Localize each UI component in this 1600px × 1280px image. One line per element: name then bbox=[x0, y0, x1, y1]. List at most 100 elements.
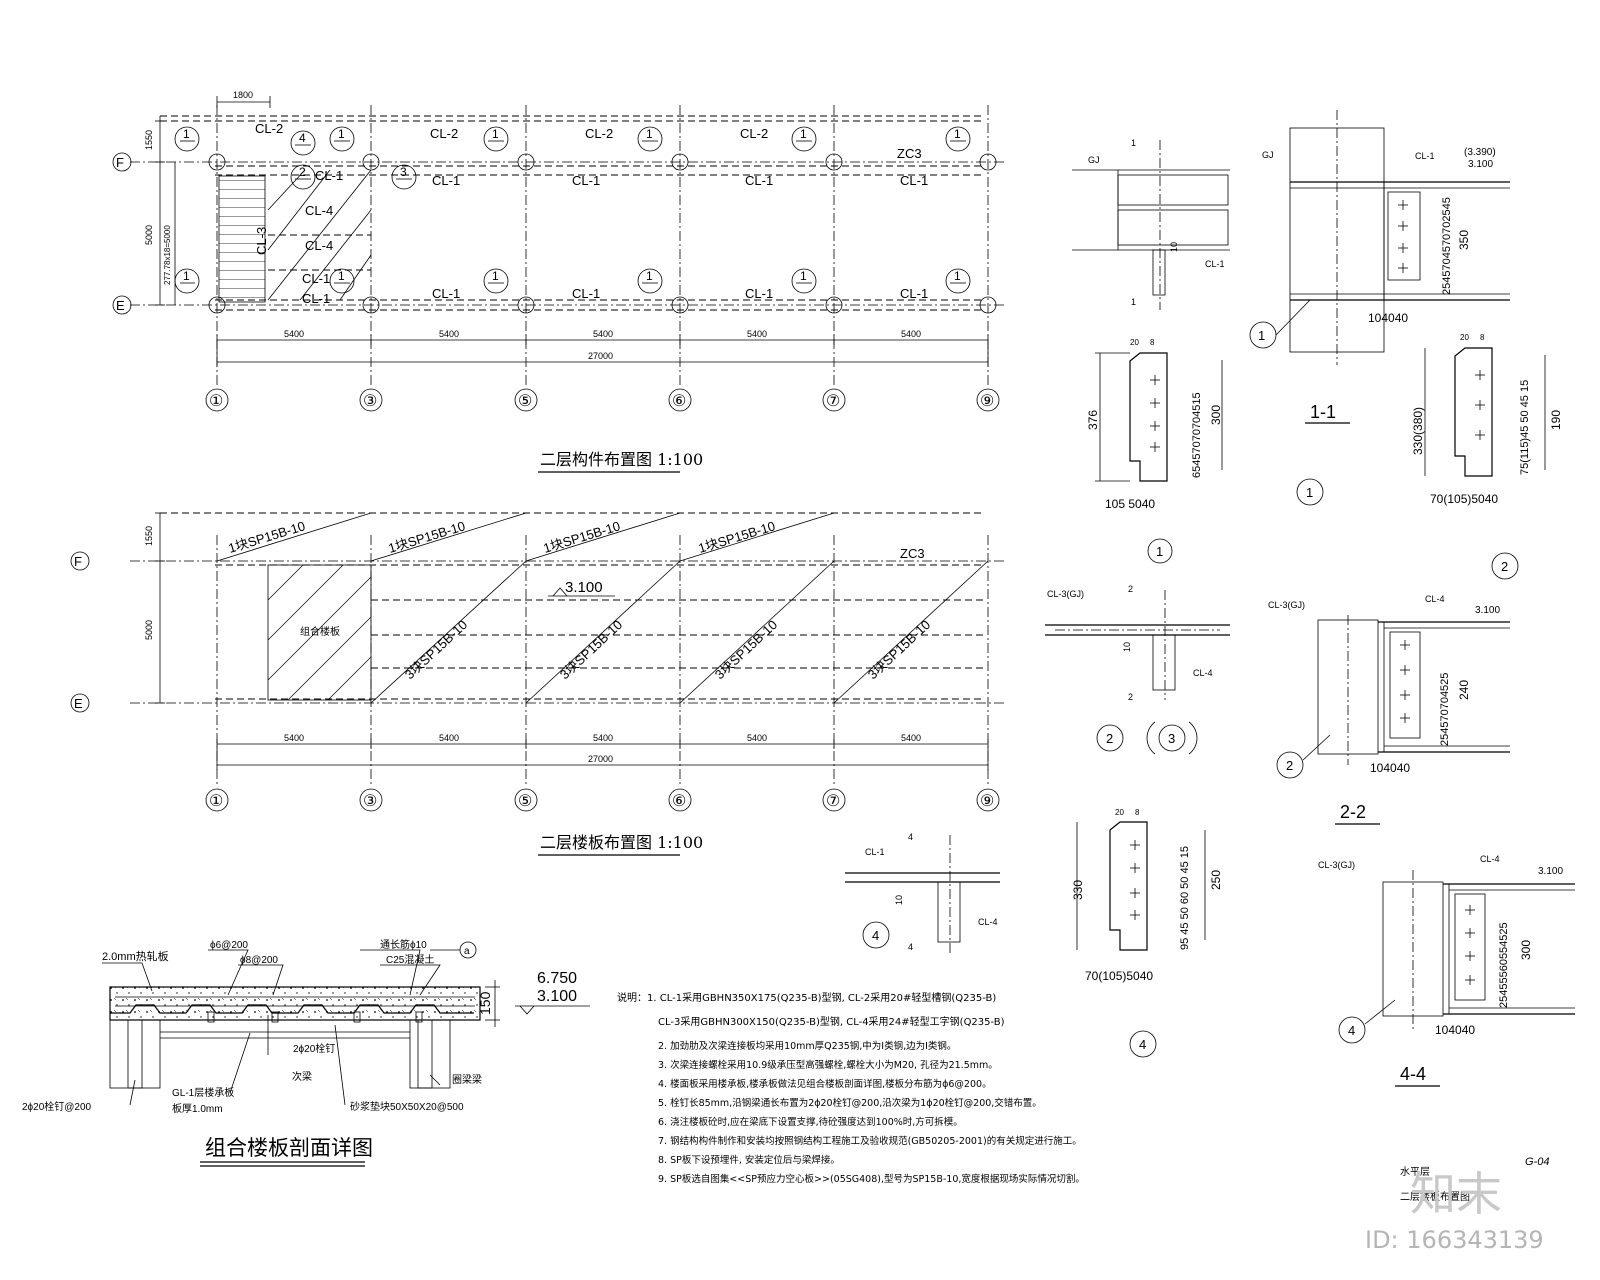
d4-callout: 4 bbox=[872, 928, 879, 943]
d11-label: 1-1 bbox=[1310, 402, 1336, 422]
axis-bubbles-plan1: ① ③ ⑤ ⑥ ⑦ ⑨ bbox=[205, 388, 1000, 412]
beam-cl3: CL-3 bbox=[254, 227, 269, 255]
sec-steel-sheet: 2.0mm热轧板 bbox=[102, 949, 169, 963]
beam-cl2-2: CL-2 bbox=[430, 126, 458, 141]
svg-text:1: 1 bbox=[646, 127, 653, 141]
main-slab-4: 3块SP15B-10 bbox=[865, 617, 933, 682]
composite-slab-section: 2.0mm热轧板 ϕ6@200 ϕ8@200 通长筋ϕ10 C25混凝土 a 2… bbox=[22, 938, 590, 1167]
svg-text:20: 20 bbox=[1130, 338, 1139, 347]
d11-elev2: 3.100 bbox=[1468, 159, 1493, 170]
svg-text:⑤: ⑤ bbox=[518, 793, 532, 810]
plate4-inner: 250 bbox=[1209, 870, 1223, 890]
axis-bubbles-plan2: ① ③ ⑤ ⑥ ⑦ ⑨ bbox=[205, 788, 1000, 812]
svg-text:a: a bbox=[464, 946, 470, 957]
svg-text:1: 1 bbox=[492, 127, 499, 141]
note-7: 7. 钢结构构件制作和安装均按照钢结构工程施工及验收规范(GB50205-200… bbox=[658, 1135, 1082, 1147]
svg-text:⑨: ⑨ bbox=[980, 393, 994, 410]
plate1b-callout: 1 bbox=[1306, 485, 1313, 500]
d44-h: 300 bbox=[1519, 940, 1533, 960]
svg-text:4: 4 bbox=[299, 131, 306, 145]
dim2-span-5: 5400 bbox=[901, 733, 921, 743]
detail-4-4: CL-3(GJ) CL-4 3.100 25455560554525 300 1… bbox=[1318, 854, 1575, 1087]
sec-concrete: C25混凝土 bbox=[386, 953, 434, 966]
plan1-title: 二层构件布置图 1:100 bbox=[540, 450, 703, 469]
plate2-bolts: 75(115)45 50 45 15 bbox=[1519, 380, 1531, 475]
dim-total: 27000 bbox=[588, 351, 613, 361]
plate2-callout: 2 bbox=[1501, 559, 1508, 574]
cl1-label-a: CL-1 bbox=[1205, 259, 1225, 269]
beam-cl4-b: CL-4 bbox=[305, 238, 333, 253]
d11-elev1: (3.390) bbox=[1464, 147, 1496, 158]
dim2-span-1: 5400 bbox=[284, 733, 304, 743]
gj-label-a: GJ bbox=[1088, 155, 1100, 165]
svg-text:3: 3 bbox=[400, 165, 407, 179]
beam-cl2-1: CL-2 bbox=[255, 121, 283, 136]
sec-elev-top: 6.750 bbox=[537, 970, 577, 987]
svg-text:10: 10 bbox=[1169, 242, 1179, 252]
svg-text:⑦: ⑦ bbox=[826, 793, 840, 810]
top-slab-2: 1块SP15B-10 bbox=[386, 518, 466, 556]
sheet-t1: 水平层 bbox=[1400, 1166, 1430, 1178]
row-label-f: F bbox=[116, 155, 124, 170]
svg-text:20: 20 bbox=[1460, 333, 1469, 342]
svg-text:⑥: ⑥ bbox=[672, 393, 686, 410]
svg-text:8: 8 bbox=[1480, 333, 1485, 342]
note-9: 9. SP板选自图集<<SP预应力空心板>>(05SG408),型号为SP15B… bbox=[658, 1173, 1085, 1185]
plate4-bolts: 95 45 50 60 50 45 15 bbox=[1179, 846, 1191, 950]
sec-anchor: 通长筋ϕ10 bbox=[380, 938, 427, 951]
svg-text:⑥: ⑥ bbox=[672, 793, 686, 810]
beam-cl1-i: CL-1 bbox=[745, 286, 773, 301]
note-3: 3. 次梁连接螺栓采用10.9级承压型高强螺栓,螺栓大小为M20, 孔径为21.… bbox=[658, 1059, 998, 1071]
d11-bot: 104040 bbox=[1368, 311, 1408, 325]
row-label-e: E bbox=[116, 298, 125, 313]
plate-detail-2: 330(380) 190 75(115)45 50 45 15 20 8 70(… bbox=[1411, 333, 1563, 580]
sheet-number: G-04 bbox=[1525, 1156, 1549, 1168]
top-slab-4: 1块SP15B-10 bbox=[696, 518, 776, 556]
sec-rebar2: ϕ8@200 bbox=[240, 955, 278, 966]
d44-callout: 4 bbox=[1348, 1023, 1355, 1038]
beam-cl1-c: CL-1 bbox=[572, 173, 600, 188]
beam-cl1-g: CL-1 bbox=[432, 286, 460, 301]
note-5: 5. 栓钉长85mm,沿钢梁通长布置为2ϕ20栓钉@200,沿次梁为1ϕ20栓钉… bbox=[658, 1097, 1042, 1109]
svg-text:GJ: GJ bbox=[1262, 150, 1274, 160]
svg-text:⑦: ⑦ bbox=[826, 393, 840, 410]
d23-cl3: CL-3(GJ) bbox=[1047, 589, 1084, 599]
plate4-callout: 4 bbox=[1139, 1037, 1146, 1052]
detail-1-1: GJ CL-1 (3.390) 3.100 2545704570702545 3… bbox=[1249, 110, 1510, 506]
d44-label: 4-4 bbox=[1400, 1064, 1426, 1084]
main-slab-2: 3块SP15B-10 bbox=[557, 617, 625, 682]
dim2-span-4: 5400 bbox=[747, 733, 767, 743]
svg-text:③: ③ bbox=[363, 793, 377, 810]
beam-cl1-f: CL-1 bbox=[302, 291, 330, 306]
plate-detail-1: 376 300 65457070704515 20 8 105 5040 1 bbox=[1086, 338, 1223, 564]
beam-cl2-4: CL-2 bbox=[740, 126, 768, 141]
beam-cl1-a: CL-1 bbox=[315, 168, 343, 183]
dim2-span-3: 5400 bbox=[593, 733, 613, 743]
svg-text:⑨: ⑨ bbox=[980, 793, 994, 810]
sec-stud2: 2ϕ20栓钉@200 bbox=[22, 1100, 92, 1113]
svg-text:⑤: ⑤ bbox=[518, 393, 532, 410]
svg-text:1: 1 bbox=[338, 269, 345, 283]
d22-cl4: CL-4 bbox=[1425, 594, 1445, 604]
top-slab-3: 1块SP15B-10 bbox=[541, 518, 621, 556]
note-1a: 说明：1. CL-1采用GBHN350X175(Q235-B)型钢, CL-2采… bbox=[617, 991, 996, 1004]
svg-text:4: 4 bbox=[908, 942, 913, 952]
d44-cl4: CL-4 bbox=[1480, 854, 1500, 864]
design-notes: 说明：1. CL-1采用GBHN350X175(Q235-B)型钢, CL-2采… bbox=[617, 991, 1085, 1185]
beam-cl1-h: CL-1 bbox=[572, 286, 600, 301]
svg-text:①: ① bbox=[209, 793, 223, 810]
sec-thick: 板厚1.0mm bbox=[172, 1102, 223, 1115]
beam-cl4-a: CL-4 bbox=[305, 203, 333, 218]
note-6: 6. 浇注楼板砼时,应在梁底下设置支撑,待砼强度达到100%时,方可拆模。 bbox=[658, 1116, 963, 1128]
note-2: 2. 加劲肋及次梁连接板均采用10mm厚Q235钢,中为I类钢,边为I类钢。 bbox=[658, 1040, 956, 1052]
plate1-inner: 300 bbox=[1209, 405, 1223, 425]
d23-callout-2: 2 bbox=[1106, 731, 1113, 746]
svg-text:1: 1 bbox=[1131, 297, 1136, 307]
sec-cl-beam: GL-1层楼承板 bbox=[172, 1086, 234, 1099]
dim-1550: 1550 bbox=[144, 130, 154, 150]
svg-text:1: 1 bbox=[338, 127, 345, 141]
plate1-bot: 105 5040 bbox=[1105, 497, 1155, 511]
svg-text:10: 10 bbox=[1122, 642, 1132, 652]
sheet-info: G-04 水平层 二层楼板布置图 bbox=[1400, 1156, 1549, 1203]
row2-label-f: F bbox=[74, 554, 82, 569]
